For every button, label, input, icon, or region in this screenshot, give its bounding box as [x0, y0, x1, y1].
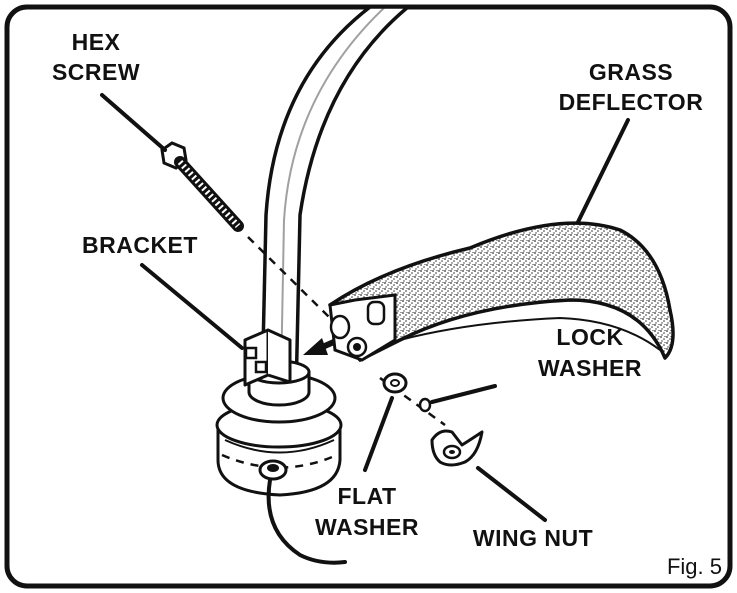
trimmer-shaft: [260, 7, 413, 397]
hex-screw-label-line1: HEX: [72, 29, 121, 55]
wing-nut-leader: [476, 466, 547, 522]
hex-screw-leader: [100, 93, 167, 152]
wing-nut-label: WING NUT: [473, 525, 593, 551]
flat-washer-label-line2: WASHER: [315, 514, 419, 540]
wing-nut: [430, 429, 484, 467]
flat-washer: [382, 372, 408, 394]
grass-deflector-leader: [576, 118, 630, 224]
lock-washer-label-line2: WASHER: [538, 355, 642, 381]
hex-screw: [160, 141, 244, 232]
lock-washer-label-line1: LOCK: [556, 324, 623, 350]
bracket-leader: [140, 263, 244, 350]
trimmer-line: [266, 478, 347, 565]
figure-number: Fig. 5: [667, 554, 722, 579]
grass-deflector-label-line2: DEFLECTOR: [559, 89, 704, 115]
lock-washer: [418, 397, 432, 413]
flat-washer-label-line1: FLAT: [337, 483, 396, 509]
grass-deflector: [328, 221, 675, 362]
lock-washer-leader: [430, 384, 497, 404]
alignment-line: [247, 236, 331, 319]
bracket: [243, 328, 292, 387]
bracket-label: BRACKET: [82, 232, 198, 258]
hex-screw-label-line2: SCREW: [52, 59, 140, 85]
grass-deflector-label-line1: GRASS: [589, 59, 673, 85]
flat-washer-leader: [363, 396, 394, 472]
